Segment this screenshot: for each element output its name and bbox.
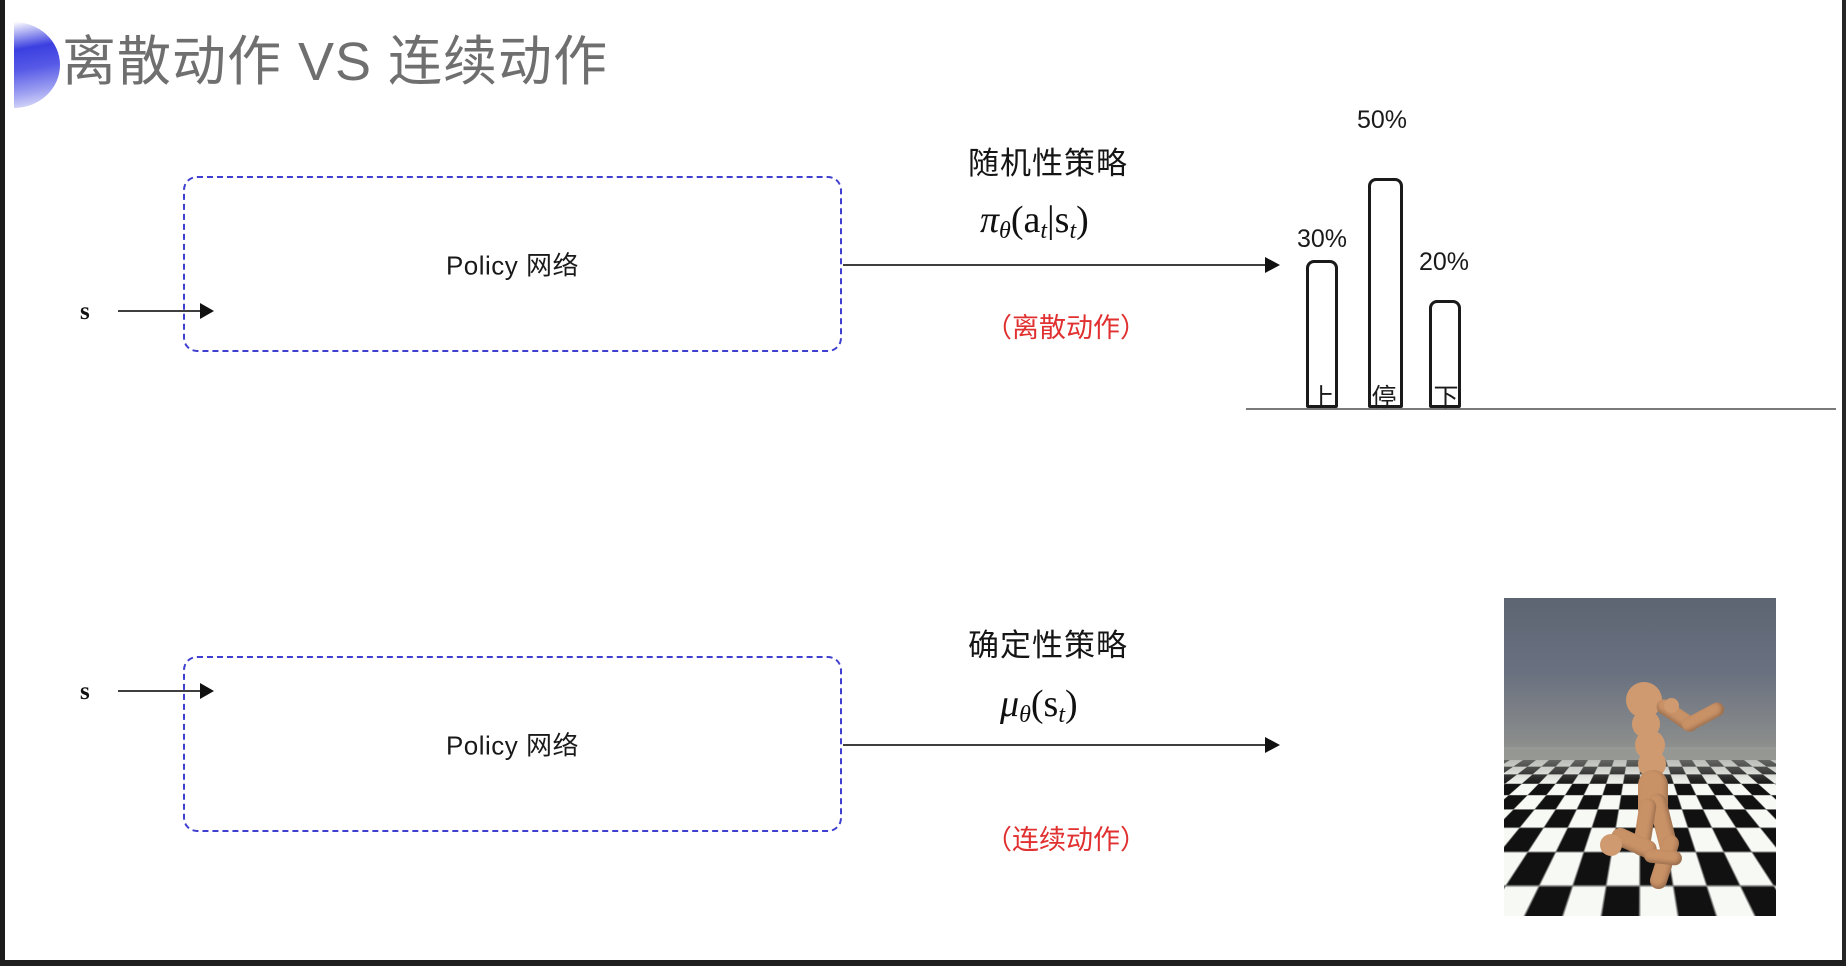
- humanoid-forearm: [1679, 700, 1727, 734]
- policy-network-box-discrete[interactable]: Policy 网络: [183, 176, 842, 352]
- right-letterbox-edge: [1842, 0, 1846, 966]
- policy-network-box-continuous[interactable]: Policy 网络: [183, 656, 842, 832]
- bar-2: [1429, 300, 1461, 408]
- formula-theta: θ: [999, 218, 1011, 244]
- output-arrow-discrete: [843, 256, 1280, 274]
- chart-baseline-axis: [1246, 408, 1836, 410]
- arrow-line: [118, 690, 202, 692]
- formula-open-paren-s: (s: [1030, 683, 1059, 725]
- arrow-line: [843, 264, 1267, 266]
- bar-category-label-0: 上: [1309, 384, 1335, 412]
- arrow-head-icon: [1265, 257, 1280, 273]
- humanoid-foot-front: [1643, 848, 1683, 866]
- input-state-label-discrete: s: [80, 298, 90, 325]
- arrow-line: [843, 744, 1267, 746]
- bar-value-label-1: 50%: [1356, 106, 1408, 134]
- formula-at-sub: t: [1040, 218, 1048, 244]
- output-arrow-continuous: [843, 736, 1280, 754]
- formula-st-sub: t: [1069, 218, 1077, 244]
- page-title: 离散动作 VS 连续动作: [62, 32, 609, 92]
- formula-pi: π: [980, 199, 1000, 241]
- arrow-line: [118, 310, 202, 312]
- title-decoration-halfcircle-icon: [14, 22, 60, 108]
- annotation-discrete-action: （离散动作）: [985, 313, 1147, 343]
- formula-open-paren-a: (a: [1010, 199, 1041, 241]
- input-arrow-continuous: [118, 682, 216, 700]
- bar-category-label-1: 停: [1371, 384, 1397, 412]
- bar-value-label-0: 30%: [1296, 225, 1348, 253]
- formula-st-sub: t: [1058, 702, 1065, 728]
- formula-close-paren: ): [1065, 683, 1078, 725]
- bottom-letterbox-edge: [0, 960, 1846, 966]
- humanoid-figure-icon: [1504, 598, 1776, 916]
- humanoid-hand: [1664, 698, 1679, 713]
- bar-value-label-2: 20%: [1418, 248, 1470, 276]
- bar-1: [1368, 178, 1403, 408]
- bar-0: [1306, 260, 1338, 408]
- arrow-head-icon: [200, 683, 214, 699]
- formula-close-paren: ): [1076, 199, 1089, 241]
- policy-network-label: Policy 网络: [445, 250, 580, 281]
- policy-network-label: Policy 网络: [445, 730, 580, 761]
- input-state-label-continuous: s: [80, 678, 90, 705]
- humanoid-simulation-image: [1504, 598, 1776, 916]
- arrow-head-icon: [1265, 737, 1280, 753]
- left-letterbox-edge: [0, 0, 5, 966]
- formula-bar-s: |s: [1047, 199, 1070, 241]
- humanoid-foot-back: [1600, 834, 1622, 856]
- formula-stochastic-policy: πθ(at|st): [980, 198, 1089, 245]
- formula-deterministic-policy: μθ(st): [1000, 682, 1078, 729]
- bar-category-label-2: 下: [1433, 384, 1459, 412]
- policy-kind-label-continuous: 确定性策略: [968, 628, 1128, 663]
- input-arrow-discrete: [118, 302, 216, 320]
- policy-kind-label-discrete: 随机性策略: [968, 146, 1128, 181]
- arrow-head-icon: [200, 303, 214, 319]
- formula-theta: θ: [1019, 702, 1031, 728]
- discrete-action-bar-chart: 30% 上 50% 停 20% 下: [1246, 106, 1836, 412]
- annotation-continuous-action: （连续动作）: [985, 825, 1147, 855]
- formula-mu: μ: [1000, 683, 1020, 725]
